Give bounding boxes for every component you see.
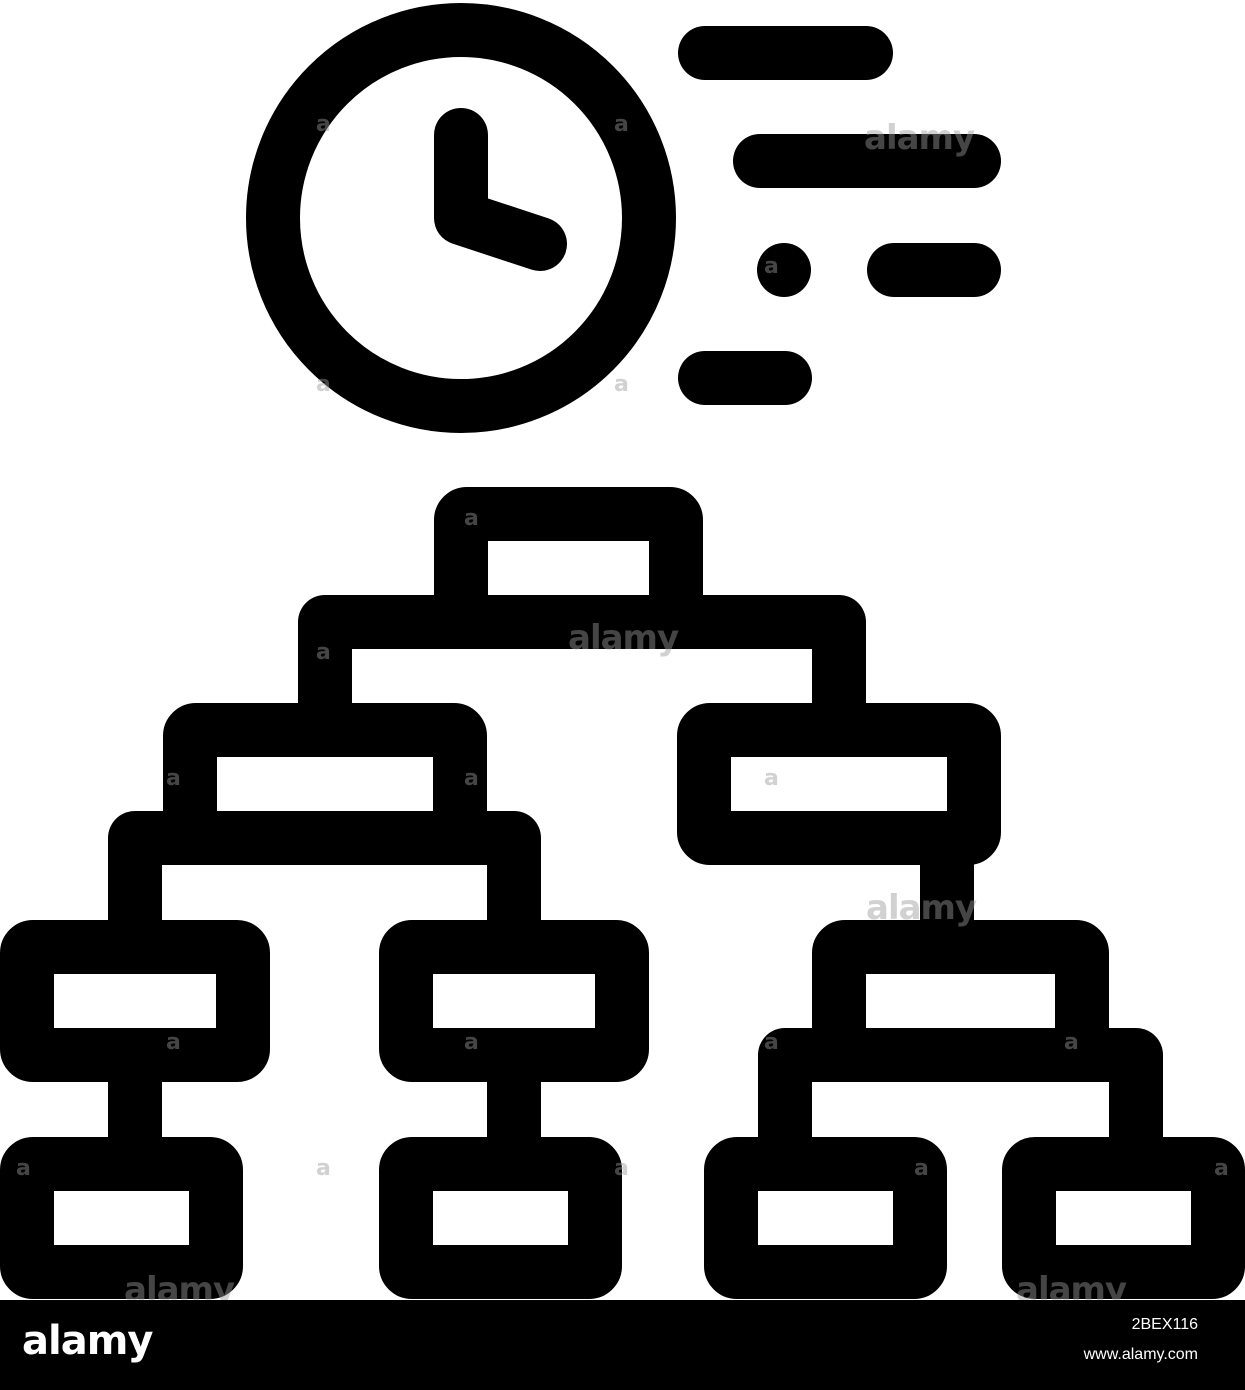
tree-node-right (677, 703, 1001, 865)
tree-branch-right-a (758, 1028, 1163, 1164)
schedule-hierarchy-icon (0, 3, 1245, 1299)
footer-image-id: 2BEX116 (1131, 1316, 1198, 1333)
speed-lines-icon (678, 26, 1001, 405)
tree-node-left-a (0, 920, 270, 1082)
tree-branch-left (108, 811, 541, 947)
tree-branch-root (298, 595, 866, 730)
tree-node-leaf-1 (0, 1137, 243, 1299)
footer-url: www.alamy.com (1083, 1346, 1198, 1363)
hierarchy-tree-icon (0, 487, 1245, 1299)
clock-icon (246, 3, 676, 433)
tree-node-leaf-3 (704, 1137, 947, 1299)
speed-dot (757, 243, 811, 297)
tree-node-leaf-4 (1002, 1137, 1245, 1299)
footer-logo: alamy (22, 1318, 153, 1364)
tree-node-leaf-2 (379, 1137, 622, 1299)
tree-node-left-b (379, 920, 649, 1082)
clock-face (246, 3, 676, 433)
stock-footer-bar: alamy 2BEX116 www.alamy.com (0, 1300, 1245, 1390)
clock-hands (434, 108, 567, 271)
